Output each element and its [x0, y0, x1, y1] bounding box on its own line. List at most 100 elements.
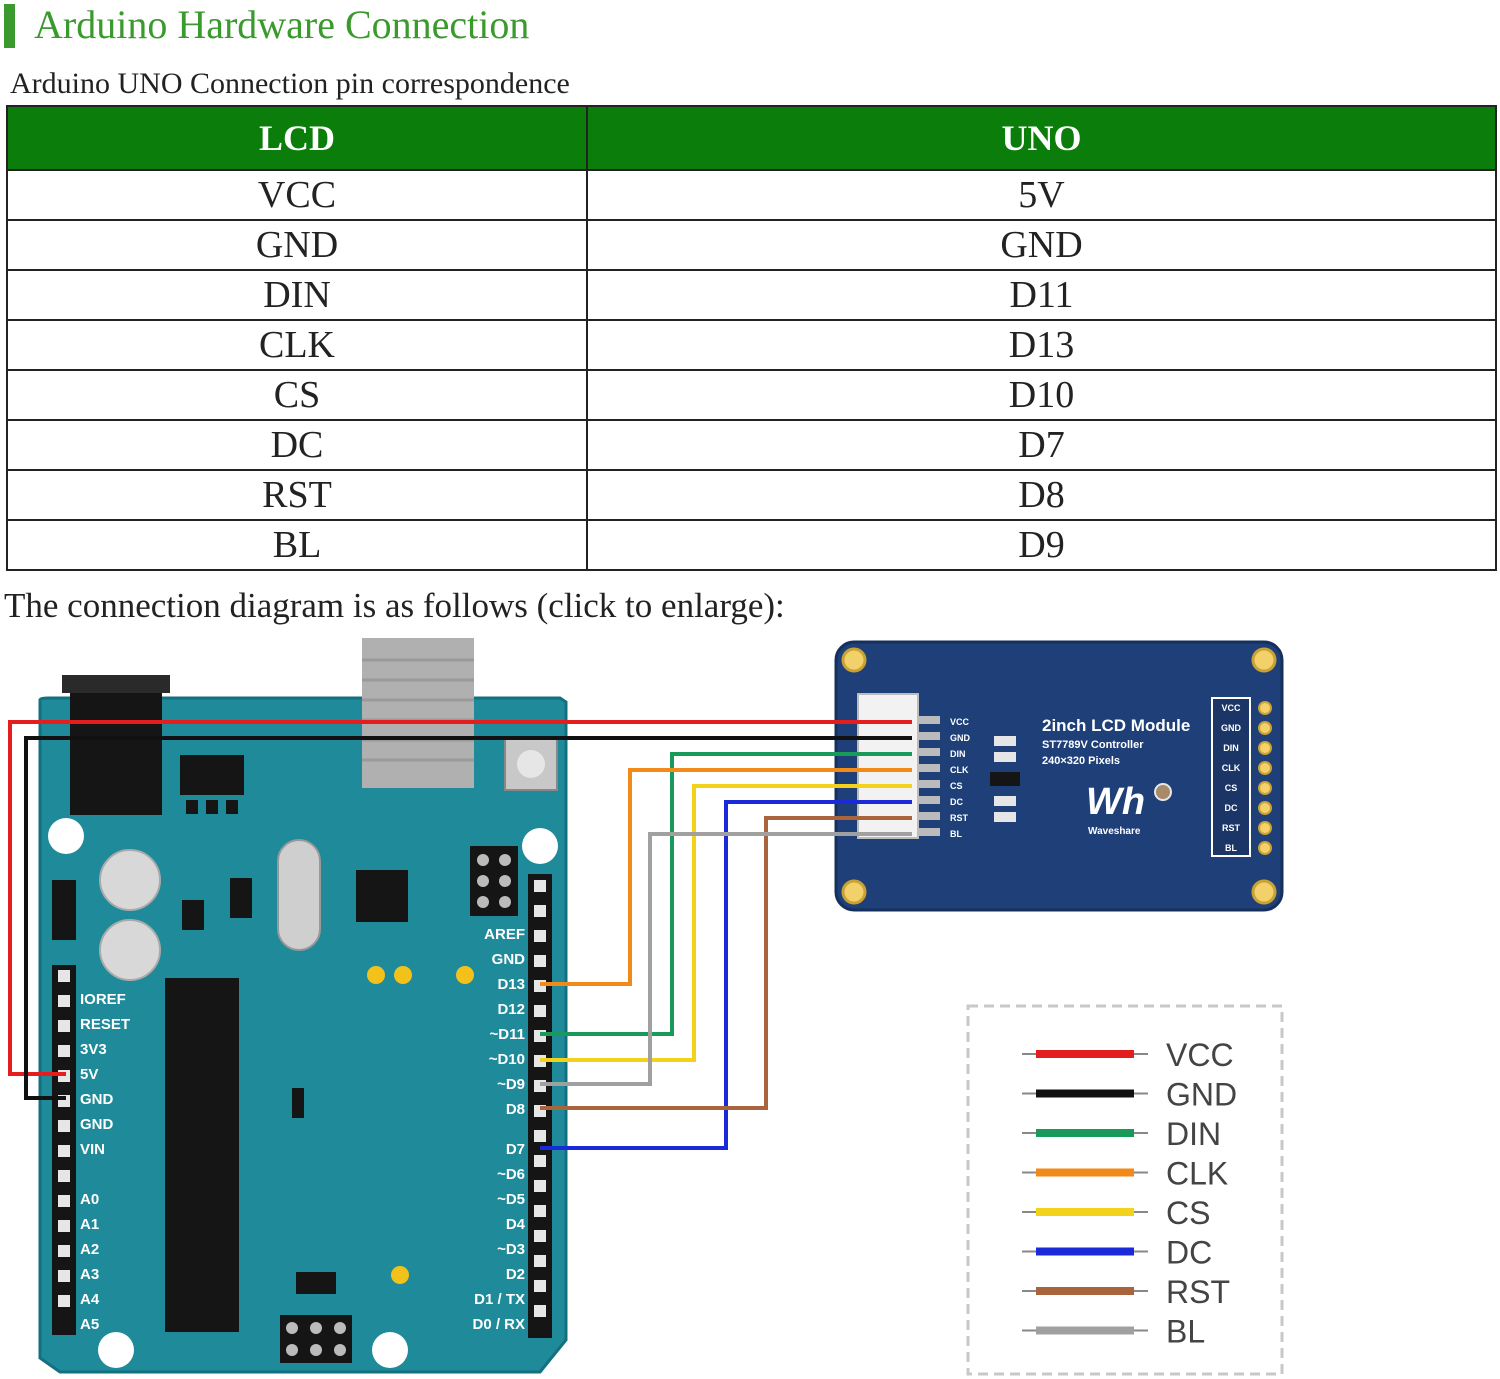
- header-pin: [58, 1120, 70, 1132]
- header-pin: [534, 1180, 546, 1192]
- pin-label: ~D10: [489, 1051, 525, 1068]
- lcd-cell: DC: [6, 419, 588, 471]
- table-header-row: LCD UNO: [6, 105, 1497, 171]
- lcd-pin-header: [1211, 697, 1251, 857]
- uno-cell: 5V: [586, 169, 1497, 221]
- pin-label: ~D11: [490, 1026, 525, 1043]
- lcd-pin-label: VCC: [950, 717, 970, 727]
- wire-rst: [540, 816, 912, 1110]
- header-pin: [58, 995, 70, 1007]
- legend-item: BL: [1022, 1314, 1205, 1350]
- legend-item: GND: [1022, 1077, 1237, 1113]
- connection-diagram[interactable]: IOREF RESET 3V3 5V GND GND VIN A0 A1 A2 …: [0, 630, 1500, 1379]
- mounting-hole: [1251, 647, 1277, 673]
- pin-label: VIN: [80, 1141, 105, 1158]
- lcd-pin-label: GND: [950, 733, 971, 743]
- lcd-controller: ST7789V Controller: [1042, 739, 1144, 751]
- header-pin: [534, 1005, 546, 1017]
- atmega328-chip: [165, 978, 239, 1332]
- lcd-pin-label: DIN: [1223, 743, 1239, 753]
- lcd-pin-label: CLK: [1222, 763, 1241, 773]
- header-pin: [534, 905, 546, 917]
- wire-dc: [540, 800, 912, 1150]
- header-pin: [534, 1130, 546, 1142]
- pin-label: A5: [80, 1316, 99, 1333]
- header-pin: [534, 955, 546, 967]
- uno-cell: D10: [586, 369, 1497, 421]
- header-pin: [58, 970, 70, 982]
- mounting-hole: [98, 1332, 134, 1368]
- wire-clk: [540, 768, 912, 986]
- pin-label: A3: [80, 1266, 99, 1283]
- pin-label: D7: [506, 1141, 525, 1158]
- lcd-cell: RST: [6, 469, 588, 521]
- pin-label: GND: [80, 1091, 114, 1108]
- power-jack: [70, 675, 162, 815]
- legend-label: VCC: [1166, 1037, 1234, 1073]
- pin-label: 5V: [80, 1066, 98, 1083]
- pin-label: ~D6: [497, 1166, 525, 1183]
- lcd-pin-label: CS: [1225, 783, 1238, 793]
- lcd-pin-label: DC: [1225, 803, 1238, 813]
- waveshare-brand: Waveshare: [1088, 826, 1141, 837]
- pin-label: GND: [492, 951, 526, 968]
- uno-cell: D11: [586, 269, 1497, 321]
- mounting-hole: [841, 647, 867, 673]
- pin-label: D12: [497, 1001, 525, 1018]
- header-pin: [534, 930, 546, 942]
- pin-label: A4: [80, 1291, 100, 1308]
- pin-label: A1: [80, 1216, 99, 1233]
- wire-cs: [540, 784, 912, 1062]
- pin-label: AREF: [484, 926, 525, 943]
- mounting-hole: [1251, 879, 1277, 905]
- pin-label: D1 / TX: [474, 1291, 525, 1308]
- wire-bl: [540, 832, 912, 1086]
- header-pin: [58, 1270, 70, 1282]
- lcd-pin-label: BL: [1225, 843, 1237, 853]
- left-pin-labels: IOREF RESET 3V3 5V GND GND VIN A0 A1 A2 …: [80, 991, 130, 1333]
- right-pin-labels: AREF GND D13 D12 ~D11 ~D10 ~D9 D8 D7 ~D6…: [472, 926, 525, 1333]
- lcd-module: VCC GND DIN CLK CS DC RST BL 2inch LCD M…: [834, 640, 1284, 912]
- pin-label: RESET: [80, 1016, 130, 1033]
- legend-label: CLK: [1166, 1156, 1228, 1192]
- pin-label: D13: [497, 976, 525, 993]
- legend-item: CS: [1022, 1195, 1210, 1231]
- lcd-cell: CS: [6, 369, 588, 421]
- header-pin: [58, 1245, 70, 1257]
- legend-item: CLK: [1022, 1156, 1228, 1192]
- pin-label: GND: [80, 1116, 114, 1133]
- capacitor: [99, 919, 161, 981]
- pin-label: ~D9: [497, 1076, 525, 1093]
- header-pin: [534, 1305, 546, 1317]
- title-accent-bar: [4, 4, 15, 48]
- uno-cell: D7: [586, 419, 1497, 471]
- wire-din: [540, 752, 912, 1036]
- header-pin: [58, 1145, 70, 1157]
- header-pin: [58, 1170, 70, 1182]
- lcd-cell: BL: [6, 519, 588, 571]
- pin-label: ~D3: [497, 1241, 525, 1258]
- header-pin: [58, 1195, 70, 1207]
- wire-vcc: [8, 720, 912, 1076]
- legend-item: DIN: [1022, 1116, 1221, 1152]
- pin-label: IOREF: [80, 991, 126, 1008]
- uno-cell: D9: [586, 519, 1497, 571]
- pin-label: 3V3: [80, 1041, 107, 1058]
- lcd-pin-label: RST: [1222, 823, 1241, 833]
- pin-label: D0 / RX: [472, 1316, 525, 1333]
- lcd-cell: CLK: [6, 319, 588, 371]
- page-title: Arduino Hardware Connection: [34, 2, 530, 47]
- lcd-pin-label: CS: [950, 781, 963, 791]
- legend-label: CS: [1166, 1195, 1210, 1231]
- pin-label: A0: [80, 1191, 99, 1208]
- lcd-pin-label: RST: [950, 813, 969, 823]
- column-header-lcd: LCD: [6, 105, 588, 171]
